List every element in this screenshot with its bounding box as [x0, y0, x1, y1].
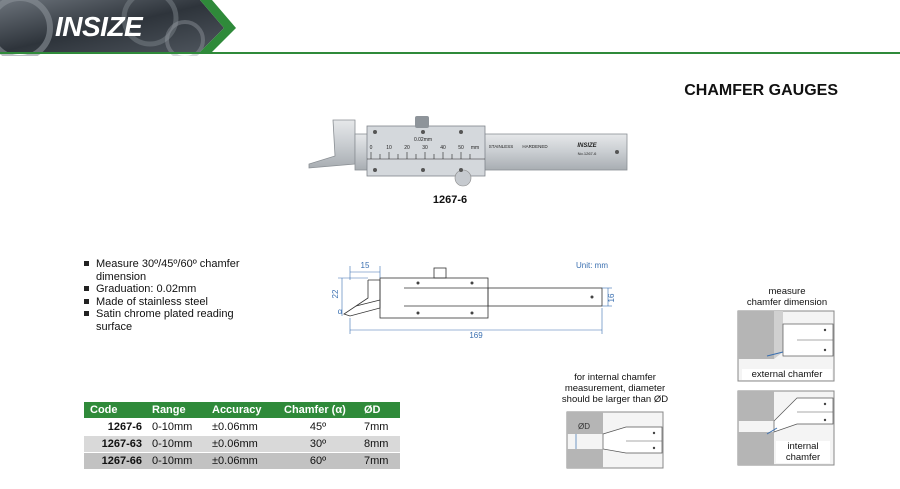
- table-row: 1267-66 0-10mm ±0.06mm 60º 7mm: [84, 452, 400, 469]
- bullet-icon: [84, 311, 89, 317]
- feature-item: Graduation: 0.02mm: [84, 283, 254, 296]
- measure-caption: measure chamfer dimension: [746, 286, 828, 308]
- internal-chamfer-label: internal chamfer: [776, 441, 830, 463]
- cell-range: 0-10mm: [146, 452, 206, 469]
- engraving-hardened: HARDENED: [522, 144, 548, 149]
- internal-note-caption: for internal chamfer measurement, diamet…: [561, 372, 669, 405]
- engraving-model: No.1267-6: [578, 151, 597, 156]
- cell-code: 1267-66: [84, 452, 146, 469]
- bullet-icon: [84, 261, 89, 266]
- engraving-brand: INSIZE: [577, 143, 597, 149]
- scale-label: 50: [458, 145, 464, 151]
- scale-label: 10: [386, 145, 392, 151]
- cell-chamfer: 30º: [278, 435, 358, 453]
- internal-chamfer-diagram: ØD: [566, 411, 664, 469]
- col-header: Chamfer (α): [278, 402, 358, 419]
- cell-accuracy: ±0.06mm: [206, 418, 278, 436]
- cell-code: 1267-6: [84, 418, 146, 436]
- cell-code: 1267-63: [84, 435, 146, 453]
- unit-label: Unit: mm: [576, 261, 608, 270]
- table-header-row: Code Range Accuracy Chamfer (α) ØD: [84, 402, 400, 419]
- bullet-icon: [84, 298, 89, 304]
- cell-chamfer: 60º: [278, 452, 358, 469]
- feature-item: Satin chrome plated reading surface: [84, 308, 254, 333]
- scale-label: mm: [471, 145, 479, 151]
- feature-item: Measure 30º/45º/60º chamfer dimension: [84, 258, 254, 283]
- scale-label: 30: [422, 145, 428, 151]
- cell-accuracy: ±0.06mm: [206, 435, 278, 453]
- dim-label: 16: [607, 293, 616, 302]
- table-row: 1267-63 0-10mm ±0.06mm 30º 8mm: [84, 435, 400, 453]
- brand-logo: INSIZE: [55, 11, 143, 42]
- bullet-icon: [84, 286, 89, 292]
- feature-item: Made of stainless steel: [84, 296, 254, 309]
- engraving-stainless: STAINLESS: [489, 144, 513, 149]
- col-header: Range: [146, 402, 206, 419]
- product-image: 0 10 20 30 40 50 mm 0.02mm STAINLESS HAR…: [308, 116, 628, 187]
- cell-range: 0-10mm: [146, 435, 206, 453]
- od-label: ØD: [578, 422, 590, 431]
- dim-label: 15: [361, 261, 370, 270]
- product-model: 1267-6: [432, 194, 468, 206]
- technical-drawing: 15 22 α 16 169 Unit: mm: [331, 261, 616, 340]
- cell-od: 7mm: [358, 452, 400, 469]
- cell-od: 8mm: [358, 435, 400, 453]
- resolution-label: 0.02mm: [414, 137, 432, 143]
- scale-label: 40: [440, 145, 446, 151]
- header-banner: [0, 0, 900, 56]
- dim-label: 22: [331, 289, 340, 298]
- scale-label: 20: [404, 145, 410, 151]
- cell-od: 7mm: [358, 418, 400, 436]
- cell-chamfer: 45º: [278, 418, 358, 436]
- page-title: CHAMFER GAUGES: [684, 82, 838, 99]
- col-header: ØD: [358, 402, 400, 419]
- external-chamfer-label: external chamfer: [742, 369, 832, 380]
- col-header: Code: [84, 402, 146, 419]
- cell-range: 0-10mm: [146, 418, 206, 436]
- spec-table: Code Range Accuracy Chamfer (α) ØD 1267-…: [84, 402, 400, 469]
- table-row: 1267-6 0-10mm ±0.06mm 45º 7mm: [84, 418, 400, 436]
- dim-label: α: [338, 307, 343, 316]
- feature-list: Measure 30º/45º/60º chamfer dimension Gr…: [84, 258, 254, 334]
- scale-label: 0: [370, 145, 373, 151]
- col-header: Accuracy: [206, 402, 278, 419]
- dim-label: 169: [469, 331, 483, 340]
- cell-accuracy: ±0.06mm: [206, 452, 278, 469]
